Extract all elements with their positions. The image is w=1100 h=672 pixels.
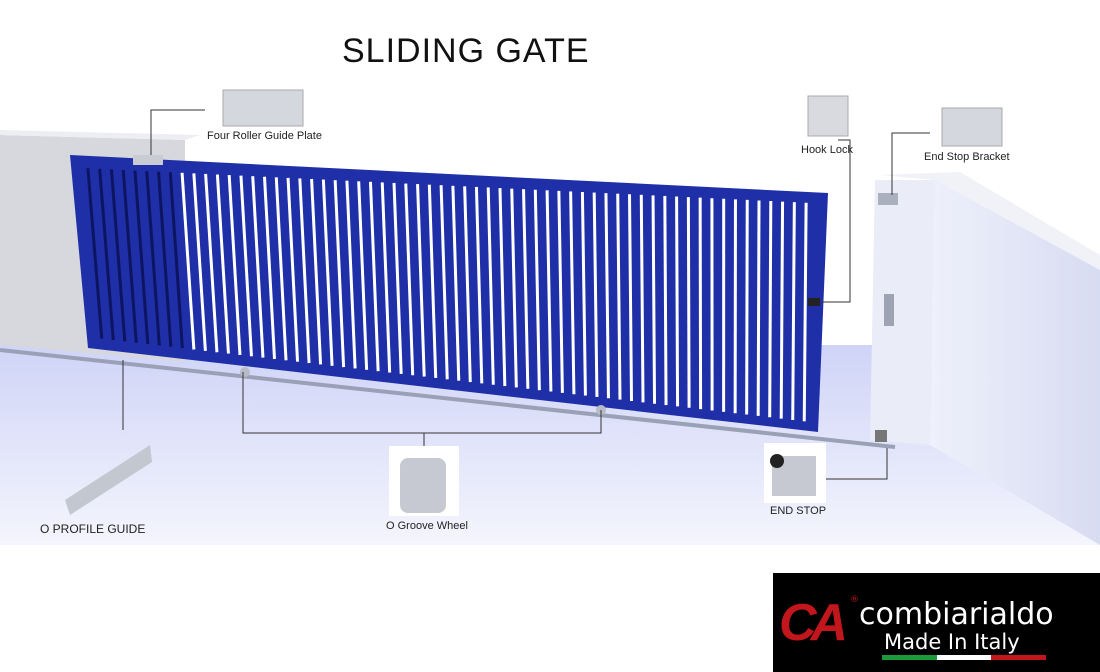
- gate-slat: [145, 170, 161, 346]
- gate-slat: [451, 185, 461, 381]
- gate-slat: [380, 182, 392, 373]
- gate-slat: [98, 168, 115, 341]
- gate-slat: [263, 176, 276, 360]
- label-four-roller-guide-plate: Four Roller Guide Plate: [207, 130, 322, 142]
- gate-slat: [639, 194, 645, 403]
- gate-slat: [227, 174, 242, 356]
- gate-slat: [802, 202, 808, 422]
- gate-slat: [121, 169, 138, 343]
- gate-slat: [321, 179, 334, 366]
- italian-flag-stripe: [882, 655, 1047, 660]
- gate-slat: [286, 177, 300, 362]
- gate-slat: [628, 194, 633, 402]
- gate-slat: [392, 182, 403, 374]
- label-hook-lock: Hook Lock: [801, 144, 853, 156]
- ground-rail: [0, 348, 896, 449]
- gate-slat: [274, 177, 288, 361]
- gate-slat: [663, 195, 668, 406]
- logo-mark: CA: [779, 594, 848, 652]
- left-wall-top: [0, 130, 200, 140]
- o-groove-thumbnail: [400, 458, 446, 513]
- gate-slat: [345, 180, 357, 369]
- gate-slat: [463, 186, 472, 383]
- logo-tagline: Made In Italy: [884, 630, 1020, 654]
- gate-slat: [404, 183, 415, 376]
- gate-slat: [416, 184, 426, 377]
- end-stop-bracket-part: [878, 193, 898, 205]
- gate-slat: [310, 178, 323, 365]
- gate-slat: [251, 176, 265, 358]
- registered-icon: ®: [850, 595, 859, 605]
- gate-slat: [569, 191, 576, 395]
- right-wall-top: [880, 172, 1100, 270]
- label-o-profile-guide: O PROFILE GUIDE: [40, 522, 146, 536]
- gate-slat: [357, 181, 369, 370]
- gate-slat: [545, 190, 553, 392]
- label-o-groove-wheel: O Groove Wheel: [386, 520, 468, 532]
- roller-guide-plate: [133, 155, 163, 165]
- end-stop-rubber: [770, 454, 784, 468]
- gate-slat: [157, 171, 173, 347]
- gate-slat: [474, 186, 484, 384]
- component-thumbnails: [65, 89, 1003, 516]
- gate-slat: [109, 169, 127, 342]
- gate-slat: [439, 185, 449, 380]
- gate-panel: [70, 155, 828, 432]
- gate-slat: [133, 170, 150, 345]
- gate-slat: [192, 173, 207, 351]
- hook-lock-thumbnail: [807, 95, 849, 137]
- gate-slat: [298, 178, 311, 364]
- gate-slat: [204, 173, 219, 353]
- gate-slat: [498, 188, 507, 387]
- gate-slat: [756, 200, 761, 416]
- gate-slat: [239, 175, 253, 357]
- gate-slat: [180, 172, 196, 350]
- gate-slat: [522, 189, 530, 389]
- gate-slat: [427, 184, 438, 379]
- gate-pillar: [870, 180, 935, 445]
- right-wall: [930, 178, 1100, 545]
- gate-slat: [592, 192, 599, 397]
- brand-logo: CA ® combiarialdo Made In Italy: [773, 573, 1100, 672]
- gate-slat: [557, 190, 564, 393]
- o-profile-thumbnail: [65, 445, 152, 515]
- gate-slat: [368, 181, 380, 372]
- gate-slat: [791, 202, 796, 420]
- gate-slat: [86, 168, 104, 339]
- gate-slat: [510, 188, 518, 388]
- gate-slat: [768, 201, 773, 418]
- gate-slat: [333, 180, 346, 368]
- gate-slat: [533, 189, 541, 391]
- label-end-stop-bracket: End Stop Bracket: [924, 151, 1010, 163]
- gate-slat: [745, 199, 749, 415]
- leader-lines: [122, 109, 930, 480]
- logo-brand: combiarialdo: [859, 597, 1054, 632]
- hook-lock-part: [808, 298, 820, 306]
- gate-slat: [616, 193, 622, 400]
- gate-slat: [486, 187, 495, 385]
- gate-slat: [604, 193, 610, 399]
- wall-lock-receiver: [884, 294, 894, 326]
- end-stop-bracket-thumbnail: [941, 107, 1003, 147]
- gate-slat: [580, 191, 587, 396]
- gate-slat: [215, 174, 230, 354]
- end-stop-part: [875, 430, 887, 442]
- wheel-left: [240, 367, 250, 377]
- gate-slat: [675, 196, 680, 407]
- gate-slat: [651, 195, 657, 404]
- label-end-stop: END STOP: [770, 505, 827, 517]
- gate-slat: [686, 197, 691, 408]
- gate-slat: [779, 201, 785, 419]
- four-roller-thumbnail: [222, 89, 304, 127]
- gate-slat: [168, 172, 184, 349]
- page-title: SLIDING GATE: [342, 32, 590, 70]
